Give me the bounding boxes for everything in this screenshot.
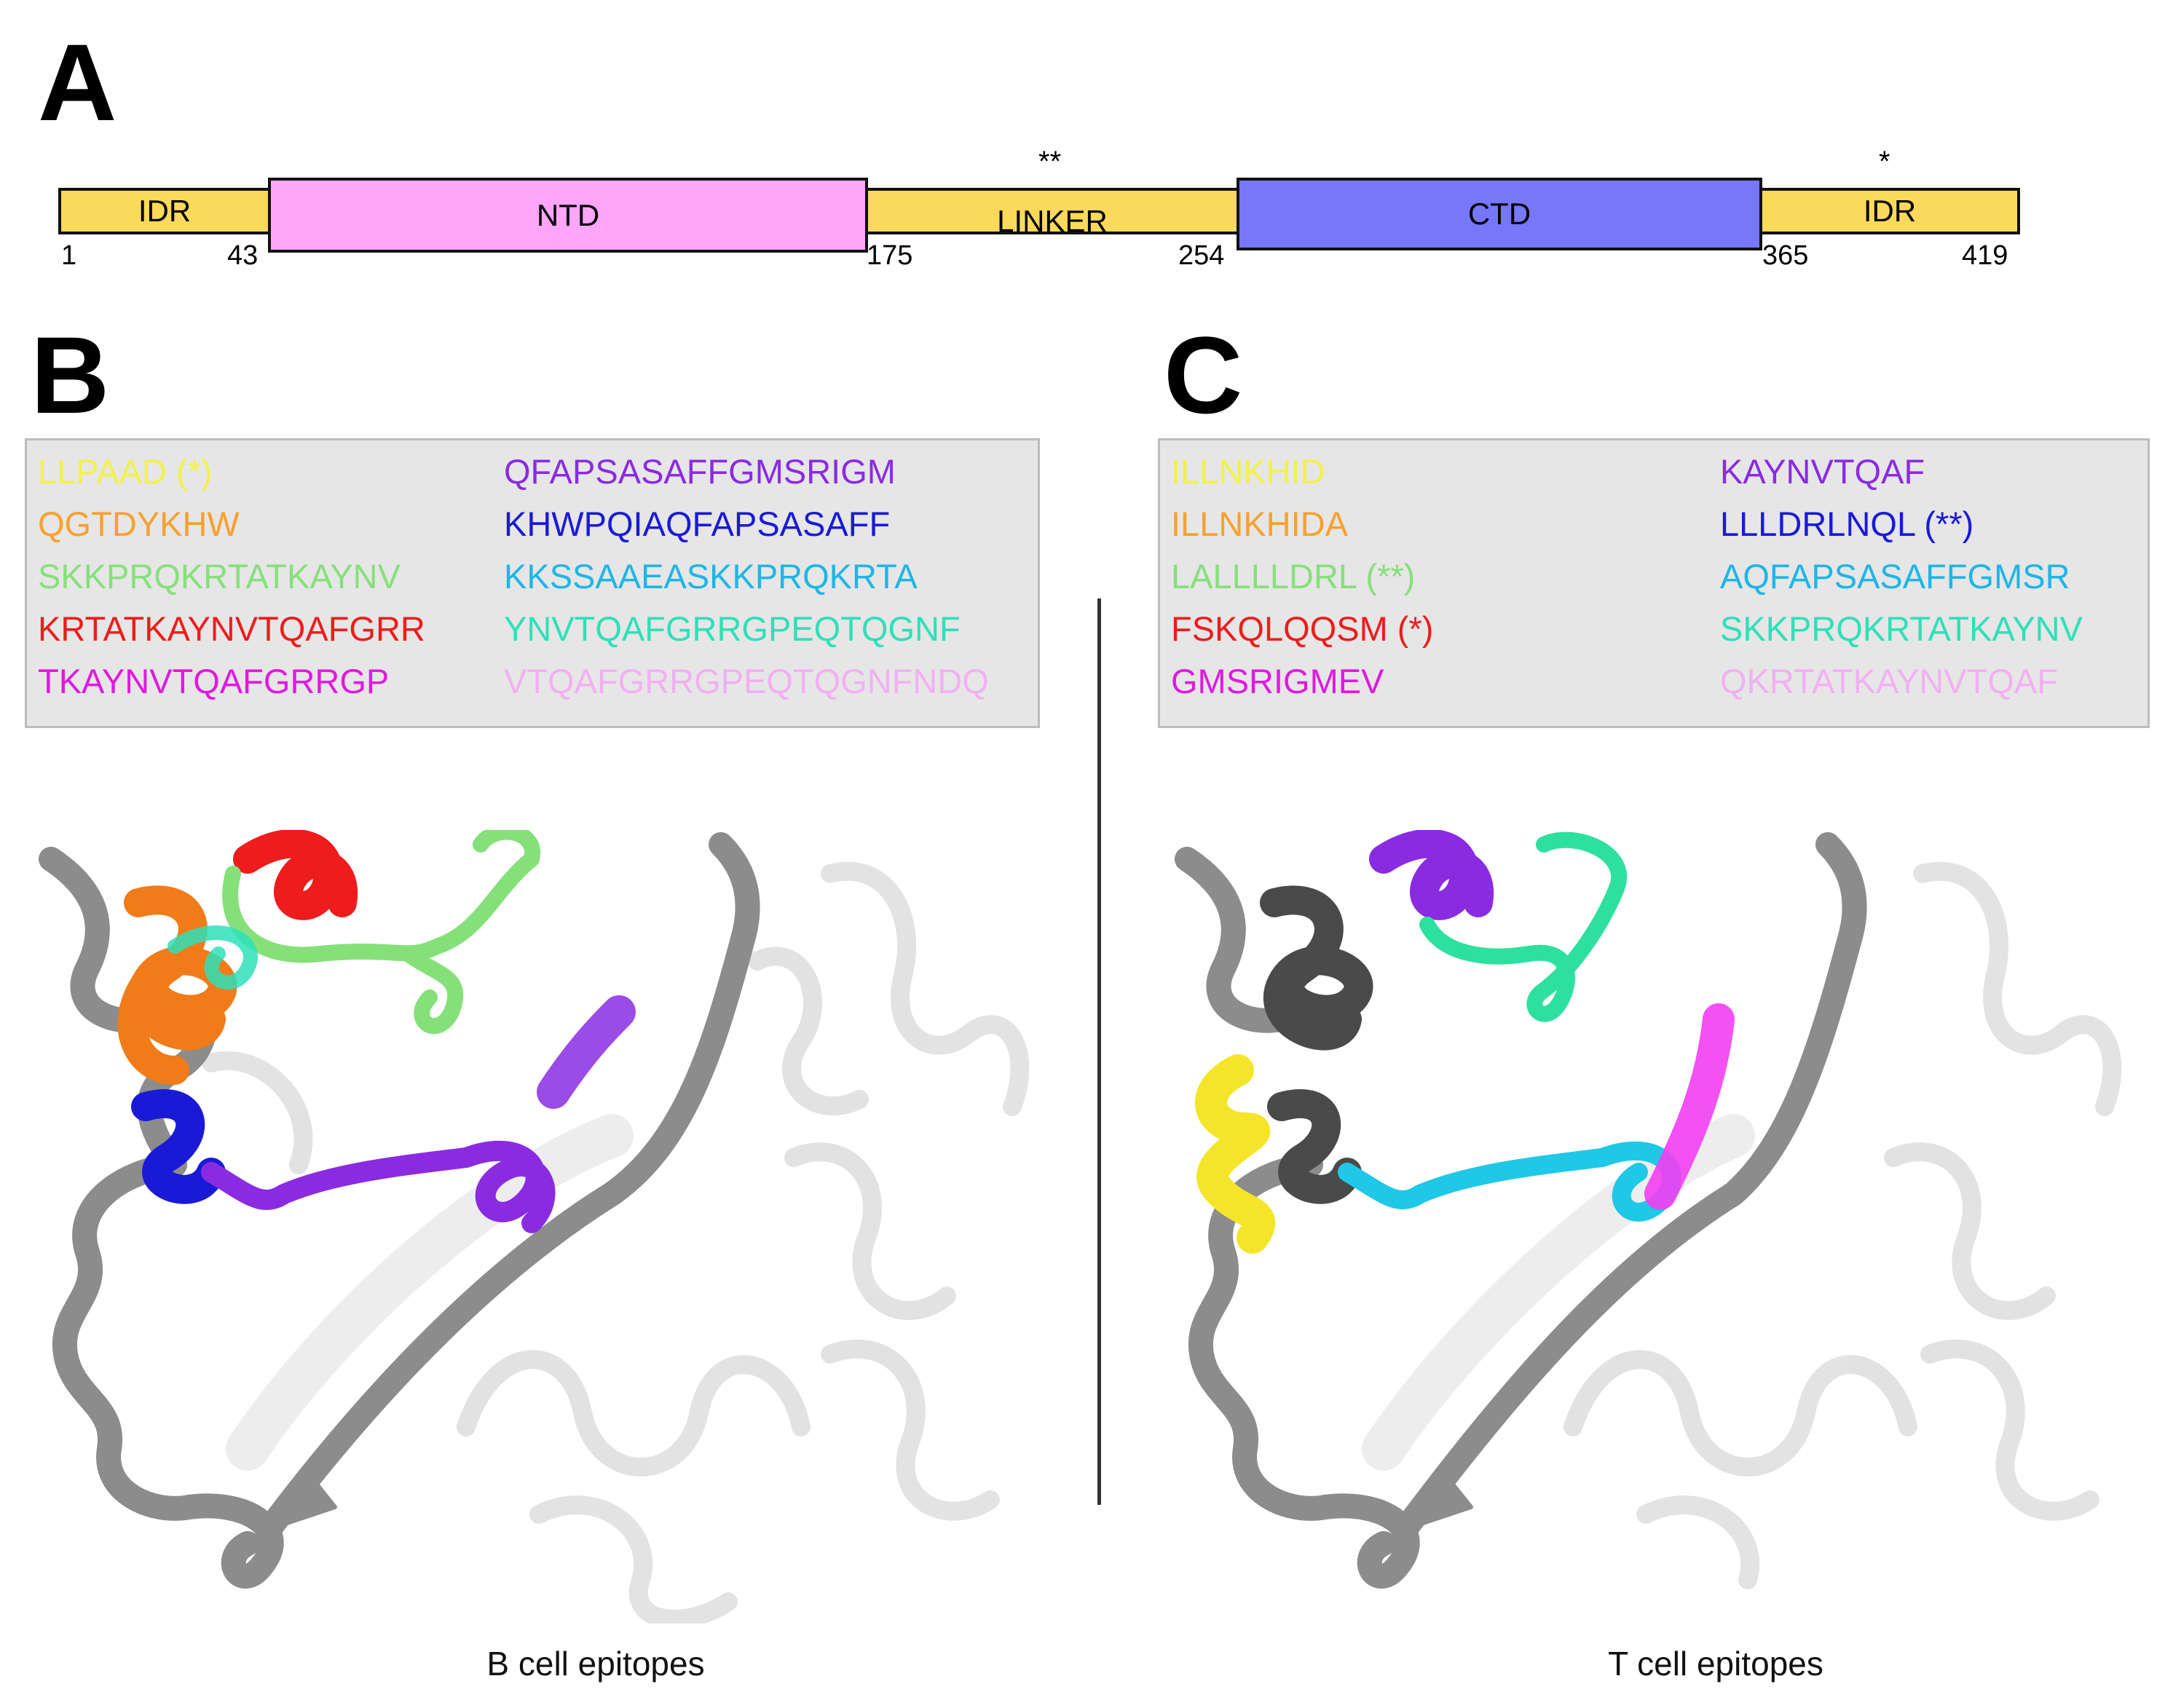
domain-idr-c: IDR (1759, 188, 2020, 234)
b-epitope-box (25, 438, 1040, 728)
t-epitope-7: LLLDRLNQL (**) (1720, 505, 1974, 543)
t-epitope-2: ILLNKHIDA (1171, 505, 1348, 543)
t-epitope-box (1158, 438, 2150, 728)
panel-b-label: B (31, 314, 110, 436)
b-epitope-5: TKAYNVTQAFGRRGP (38, 662, 390, 700)
b-epitope-3: SKKPRQKRTATKAYNV (38, 557, 401, 596)
t-epitope-6: KAYNVTQAF (1720, 452, 1925, 491)
domain-ntd: NTD (268, 178, 868, 253)
b-epitope-1: LLPAAD (*) (38, 452, 213, 491)
panel-c-label: C (1164, 314, 1243, 436)
position-43: 43 (227, 240, 259, 271)
b-cell-structure-image (39, 830, 1030, 1624)
t-epitope-9: SKKPRQKRTATKAYNV (1720, 609, 2083, 648)
b-epitope-8: KKSSAAEASKKPRQKRTA (504, 557, 918, 596)
t-epitope-8: AQFAPSASAFFGMSR (1720, 557, 2070, 596)
t-epitope-4: FSKQLQQSM (*) (1171, 609, 1434, 648)
b-epitope-7: KHWPQIAQFAPSASAFF (504, 505, 891, 543)
b-cell-caption: B cell epitopes (486, 1645, 705, 1683)
t-epitope-10: QKRTATKAYNVTQAF (1720, 662, 2058, 700)
b-epitope-2: QGTDYKHW (38, 505, 240, 543)
t-cell-caption: T cell epitopes (1608, 1645, 1823, 1683)
b-epitope-10: VTQAFGRRGPEQTQGNFNDQ (504, 662, 989, 700)
domain-linker: LINKER (865, 188, 1239, 238)
b-epitope-6: QFAPSASAFFGMSRIGM (504, 452, 896, 491)
position-419: 419 (1962, 240, 2008, 271)
domain-ctd: CTD (1237, 178, 1762, 250)
position-365: 365 (1762, 240, 1809, 271)
b-epitope-9: YNVTQAFGRRGPEQTQGNF (504, 609, 961, 648)
t-epitope-5: GMSRIGMEV (1171, 662, 1384, 700)
linker-marker: ** (1038, 146, 1062, 178)
position-1: 1 (61, 240, 77, 271)
panel-divider (1097, 598, 1101, 1505)
domain-idr-n: IDR (58, 188, 271, 234)
idr-marker: * (1879, 146, 1890, 178)
t-epitope-1: ILLNKHID (1171, 452, 1325, 491)
t-cell-structure-image (1175, 830, 2122, 1589)
position-254: 254 (1178, 240, 1225, 271)
panel-a-label: A (38, 21, 117, 143)
t-epitope-3: LALLLLDRL (**) (1171, 557, 1416, 596)
b-epitope-4: KRTATKAYNVTQAFGRR (38, 609, 425, 648)
position-175: 175 (867, 240, 913, 271)
